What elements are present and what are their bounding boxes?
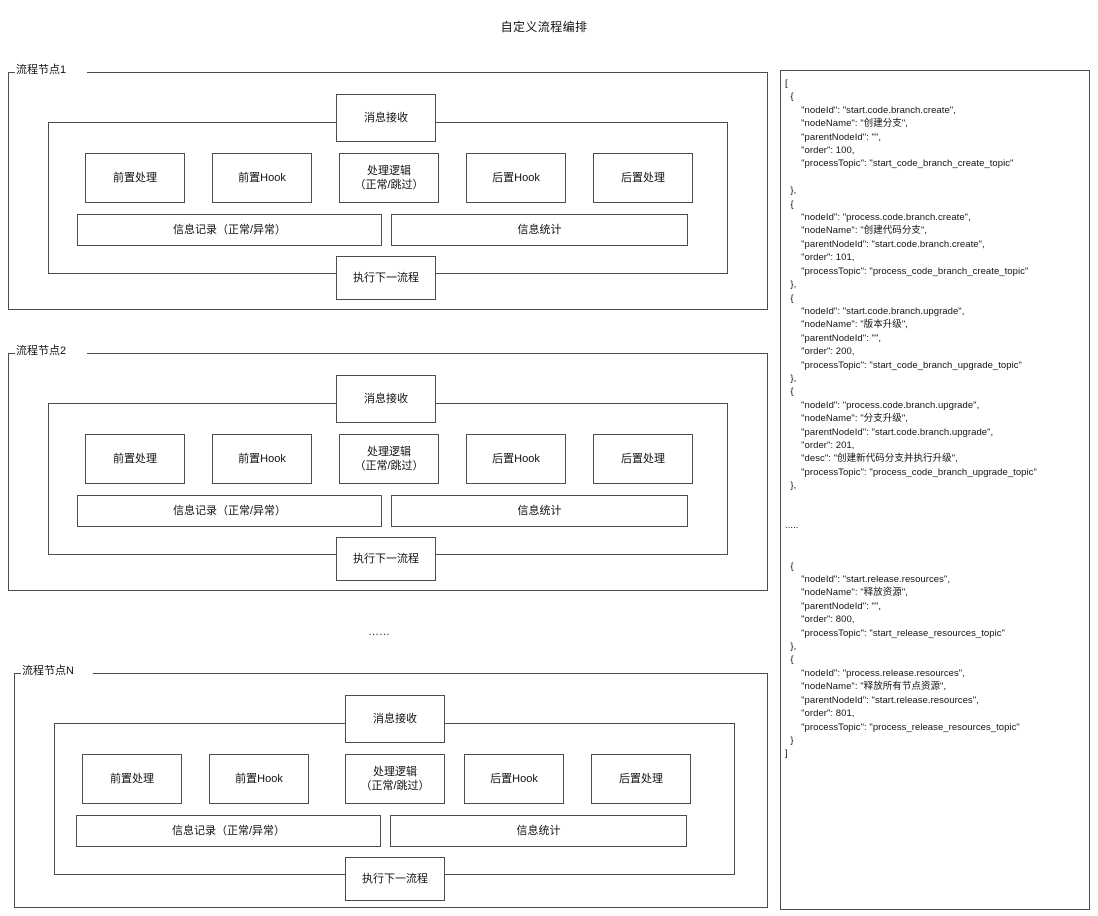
json-config-panel: [ { "nodeId": "start.code.branch.create"… [780,70,1090,910]
box-process-logic-line2-n: （正常/跳过） [360,780,430,792]
box-process-logic-2[interactable]: 处理逻辑 （正常/跳过） [339,434,439,484]
flow-node-group-1: 流程节点1 消息接收 前置处理 前置Hook 处理逻辑 （正常/跳过） 后置Ho… [8,63,768,310]
box-process-logic-line1-n: 处理逻辑 [373,766,417,778]
box-pre-process-2[interactable]: 前置处理 [85,434,185,484]
box-post-hook-n[interactable]: 后置Hook [464,754,564,804]
json-config-text: [ { "nodeId": "start.code.branch.create"… [785,78,1037,760]
box-post-hook-1[interactable]: 后置Hook [466,153,566,203]
box-process-logic-line2-2: （正常/跳过） [354,460,424,472]
box-post-hook-2[interactable]: 后置Hook [466,434,566,484]
box-info-stats-n[interactable]: 信息统计 [390,815,687,847]
box-post-process-n[interactable]: 后置处理 [591,754,691,804]
flow-node-label-n: 流程节点N [22,664,80,678]
flow-node-label-1: 流程节点1 [16,63,73,77]
page-title-text: 自定义流程编排 [500,20,588,34]
box-info-record-1[interactable]: 信息记录（正常/异常） [77,214,382,246]
box-next-flow-2[interactable]: 执行下一流程 [336,537,436,581]
box-post-process-2[interactable]: 后置处理 [593,434,693,484]
box-process-logic-line1-2: 处理逻辑 [367,446,411,458]
box-info-stats-2[interactable]: 信息统计 [391,495,688,527]
box-next-flow-n[interactable]: 执行下一流程 [345,857,445,901]
box-info-record-2[interactable]: 信息记录（正常/异常） [77,495,382,527]
box-next-flow-1[interactable]: 执行下一流程 [336,256,436,300]
box-process-logic-line2-1: （正常/跳过） [354,179,424,191]
box-pre-hook-1[interactable]: 前置Hook [212,153,312,203]
box-process-logic-line1-1: 处理逻辑 [367,165,411,177]
box-info-record-n[interactable]: 信息记录（正常/异常） [76,815,381,847]
box-process-logic-1[interactable]: 处理逻辑 （正常/跳过） [339,153,439,203]
box-post-process-1[interactable]: 后置处理 [593,153,693,203]
page-title: 自定义流程编排 [0,19,1098,35]
box-pre-hook-2[interactable]: 前置Hook [212,434,312,484]
box-pre-hook-n[interactable]: 前置Hook [209,754,309,804]
flow-node-label-2: 流程节点2 [16,344,73,358]
box-message-receive-n[interactable]: 消息接收 [345,695,445,743]
flow-sequence-ellipsis: …… [368,626,390,638]
box-process-logic-n[interactable]: 处理逻辑 （正常/跳过） [345,754,445,804]
box-message-receive-2[interactable]: 消息接收 [336,375,436,423]
flow-node-group-2: 流程节点2 消息接收 前置处理 前置Hook 处理逻辑 （正常/跳过） 后置Ho… [8,344,768,591]
flow-node-group-n: 流程节点N 消息接收 前置处理 前置Hook 处理逻辑 （正常/跳过） 后置Ho… [14,664,768,908]
box-message-receive-1[interactable]: 消息接收 [336,94,436,142]
box-info-stats-1[interactable]: 信息统计 [391,214,688,246]
box-pre-process-1[interactable]: 前置处理 [85,153,185,203]
box-pre-process-n[interactable]: 前置处理 [82,754,182,804]
